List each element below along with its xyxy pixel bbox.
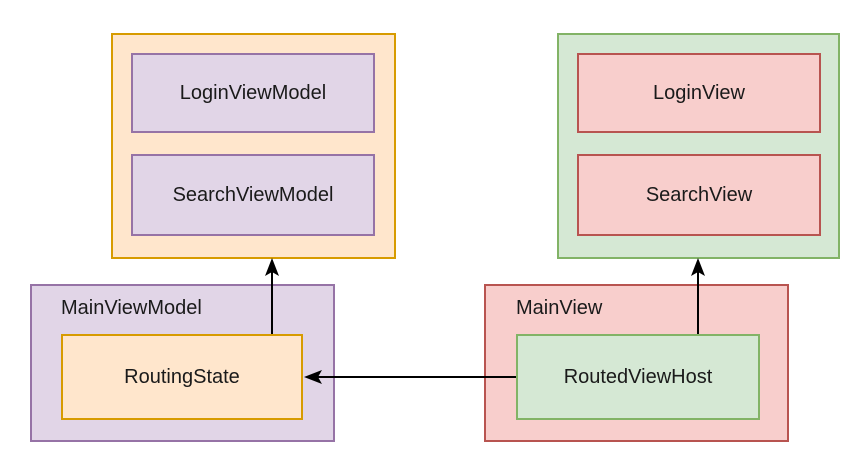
- routed-view-host-label: RoutedViewHost: [563, 365, 713, 388]
- search-view-model-box: SearchViewModel: [131, 154, 375, 236]
- login-view-label: LoginView: [653, 81, 745, 104]
- login-view-model-label: LoginViewModel: [179, 81, 327, 104]
- main-view-title: MainView: [516, 297, 603, 319]
- routed-view-host-box: RoutedViewHost: [516, 334, 760, 420]
- arrow-routed-view-host-to-views: [691, 258, 705, 334]
- login-view-model-box: LoginViewModel: [131, 53, 375, 133]
- main-view-model-title: MainViewModel: [61, 297, 202, 319]
- arrow-routed-view-host-to-routing-state: [304, 370, 516, 384]
- search-view-model-label: SearchViewModel: [172, 183, 334, 206]
- search-view-label: SearchView: [645, 183, 753, 206]
- login-view-box: LoginView: [577, 53, 821, 133]
- arrow-routing-state-to-viewmodels: [265, 258, 279, 334]
- routing-state-box: RoutingState: [61, 334, 303, 420]
- search-view-box: SearchView: [577, 154, 821, 236]
- routing-state-label: RoutingState: [124, 365, 240, 388]
